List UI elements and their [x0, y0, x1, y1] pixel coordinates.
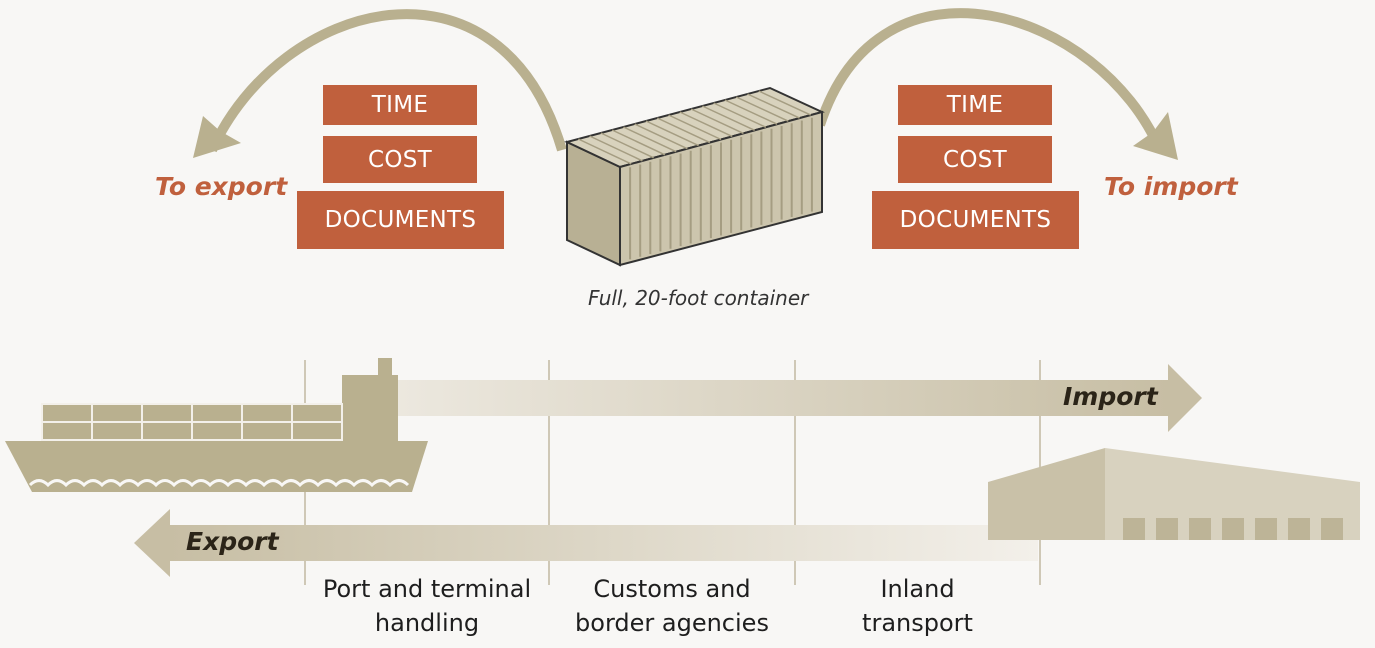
- import-arrow: [395, 364, 1202, 432]
- ship-icon: [5, 358, 428, 492]
- export-curve-arrowhead: [193, 116, 241, 158]
- container-icon: [564, 86, 825, 267]
- export-curve-arrow: [207, 9, 567, 153]
- import-curve-arrowhead: [1133, 112, 1178, 160]
- export-arrow: [134, 509, 1038, 577]
- warehouse-icon: [988, 448, 1360, 540]
- import-curve-arrow: [815, 8, 1165, 152]
